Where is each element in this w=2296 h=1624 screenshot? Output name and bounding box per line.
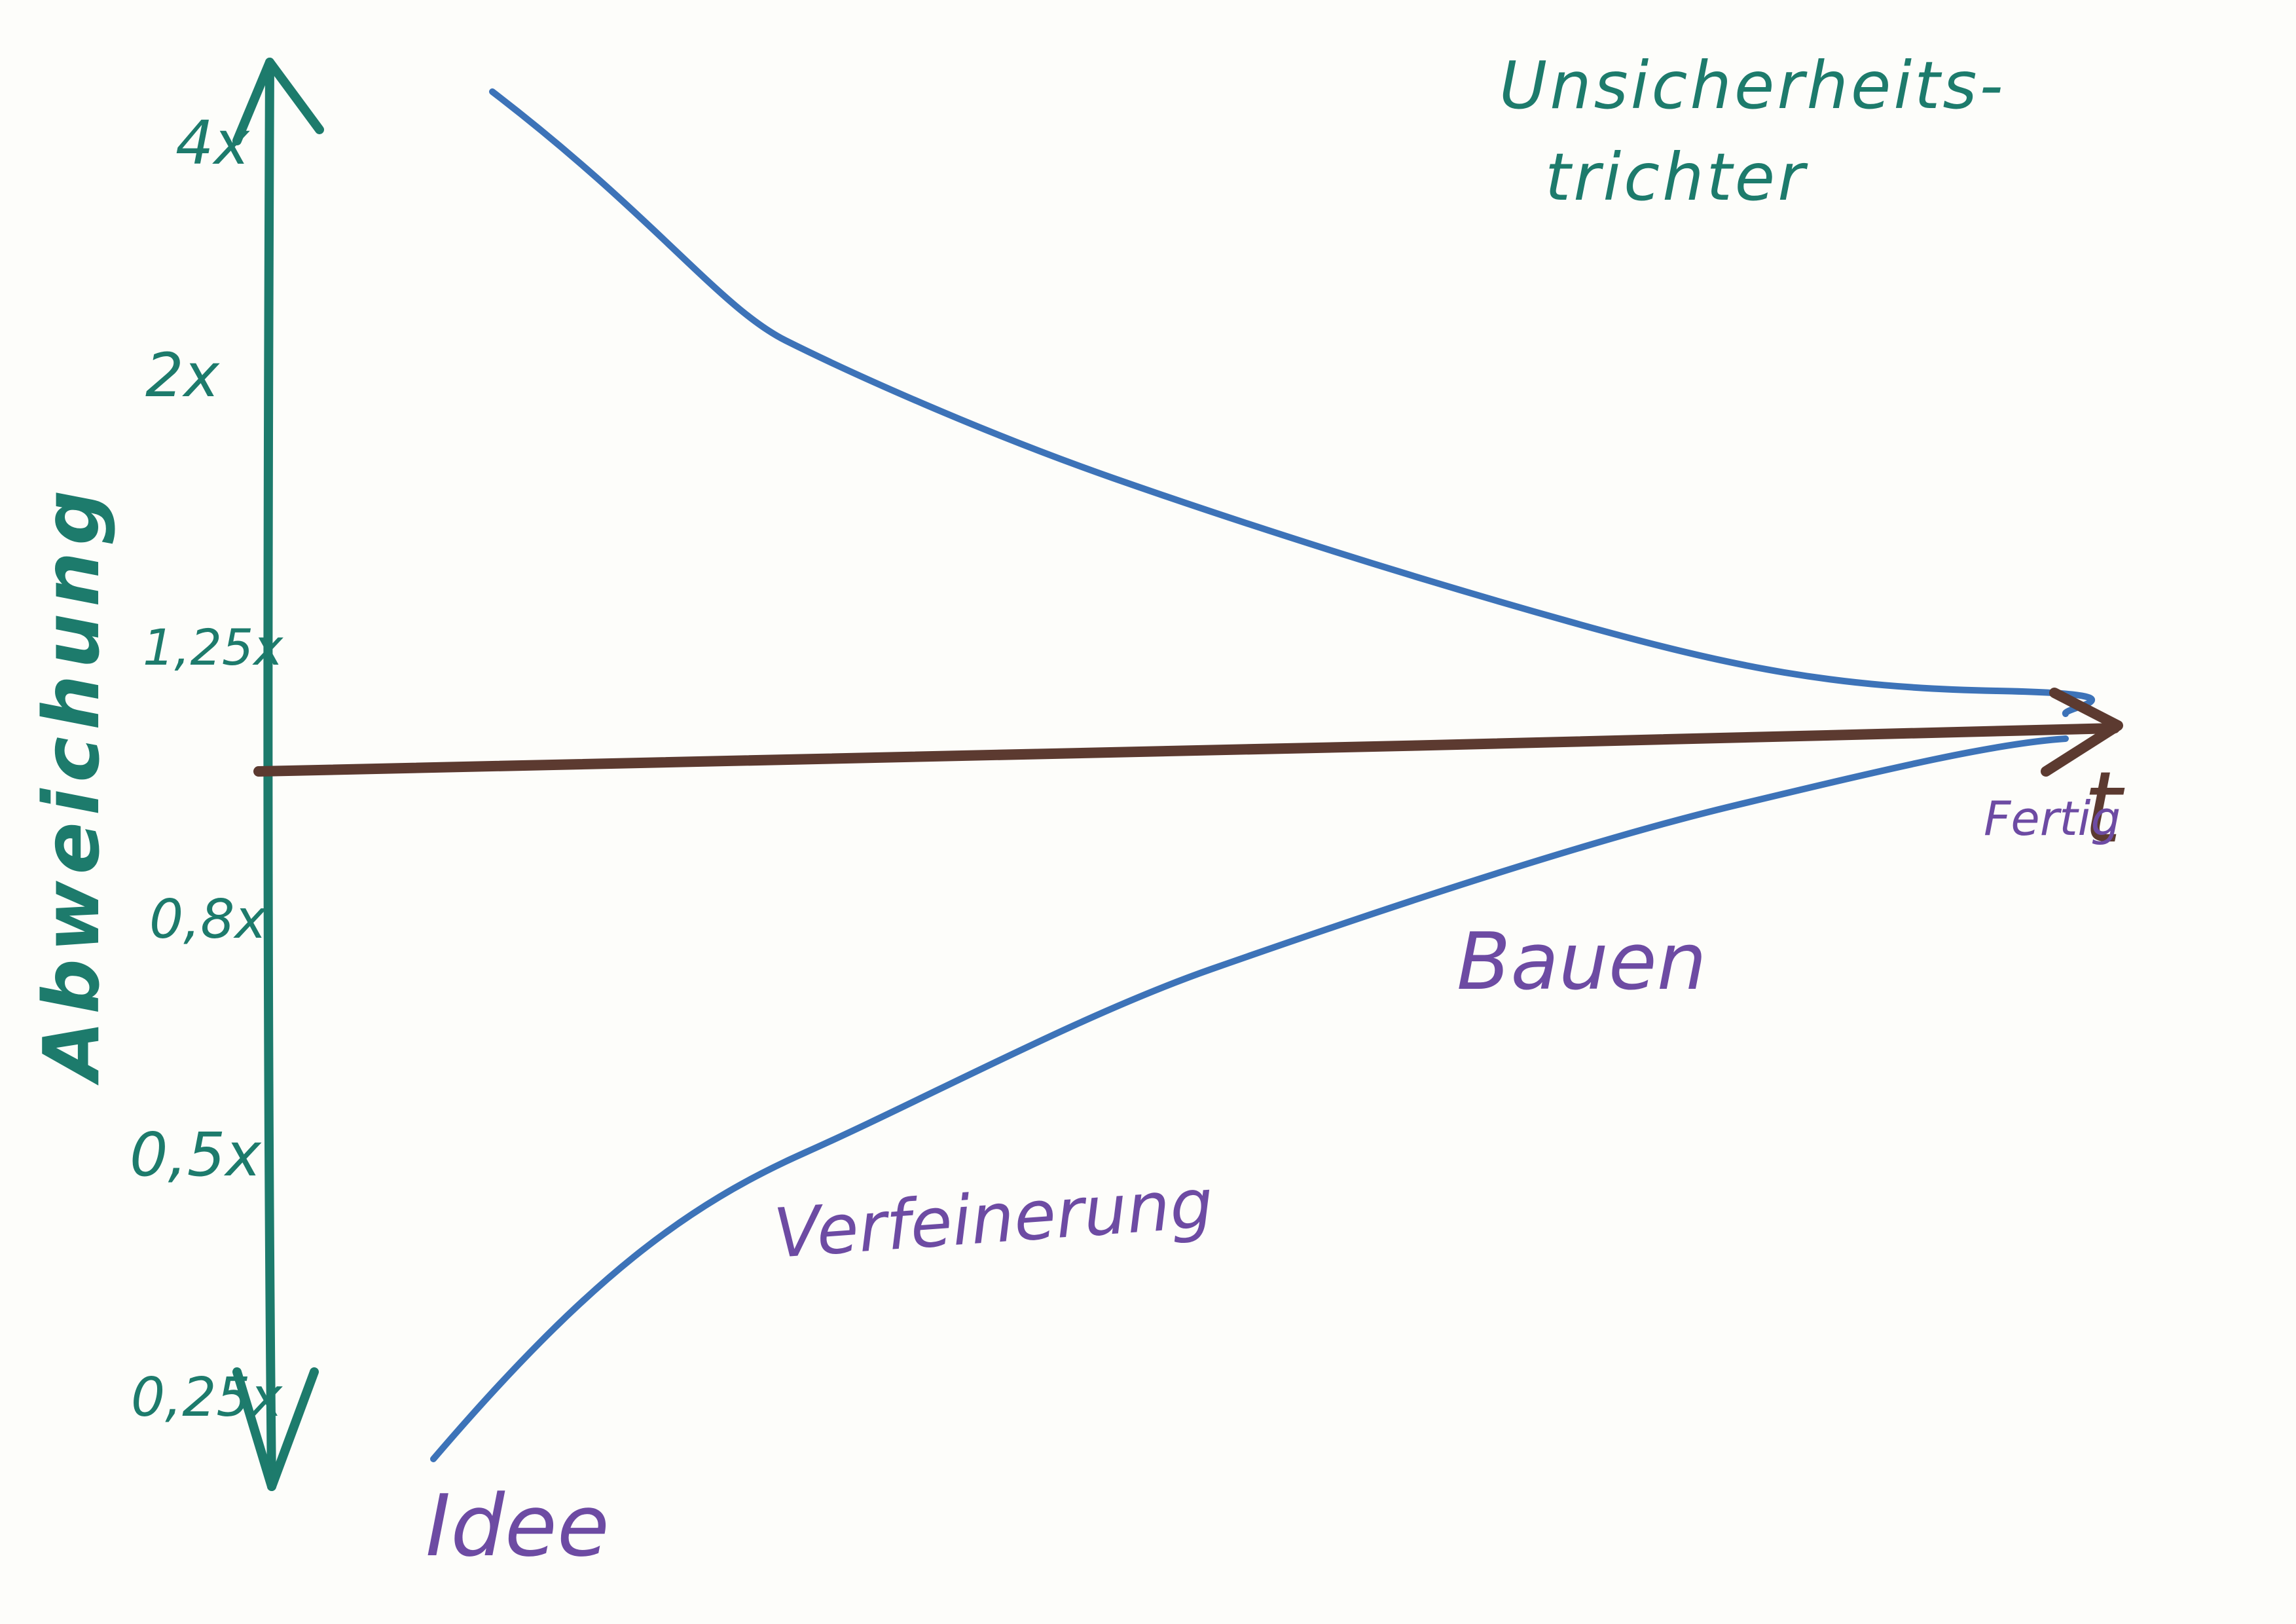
tick-label-4x: 4x bbox=[175, 108, 251, 178]
upper-funnel-curve bbox=[489, 88, 2095, 717]
phase-label-fertig: Fertig bbox=[1984, 791, 2121, 846]
time-axis bbox=[253, 688, 2123, 777]
y-tick-labels: 4x 2x 1,25x 0,8x 0,5x 0,25x bbox=[130, 108, 283, 1429]
vertical-axis bbox=[232, 58, 324, 1491]
y-axis-title: Abweichung bbox=[26, 483, 117, 1086]
time-axis-arrowhead bbox=[2041, 688, 2123, 777]
time-axis-label: t bbox=[2083, 751, 2125, 865]
vertical-axis-bottom-arrowhead bbox=[232, 1367, 319, 1491]
vertical-axis-top-arrowhead bbox=[232, 58, 324, 145]
time-axis-line bbox=[253, 723, 2120, 777]
tick-label-0-5x: 0,5x bbox=[130, 1120, 262, 1190]
phase-label-bauen: Bauen bbox=[1457, 917, 1707, 1008]
diagram-title-line-1: Unsicherheits- bbox=[1499, 47, 2006, 124]
phase-labels: Idee Verfeinerung Bauen Fertig bbox=[426, 791, 2121, 1576]
phase-label-idee: Idee bbox=[426, 1476, 610, 1576]
phase-label-verfeinerung: Verfeinerung bbox=[771, 1163, 1216, 1274]
vertical-axis-line bbox=[263, 58, 276, 1491]
tick-label-1-25x: 1,25x bbox=[143, 618, 283, 676]
tick-label-0-8x: 0,8x bbox=[149, 889, 267, 951]
tick-label-0-25x: 0,25x bbox=[131, 1367, 283, 1429]
lower-funnel-curve bbox=[430, 735, 2069, 1462]
diagram-title-line-2: trichter bbox=[1545, 139, 1808, 215]
tick-label-2x: 2x bbox=[145, 341, 221, 411]
